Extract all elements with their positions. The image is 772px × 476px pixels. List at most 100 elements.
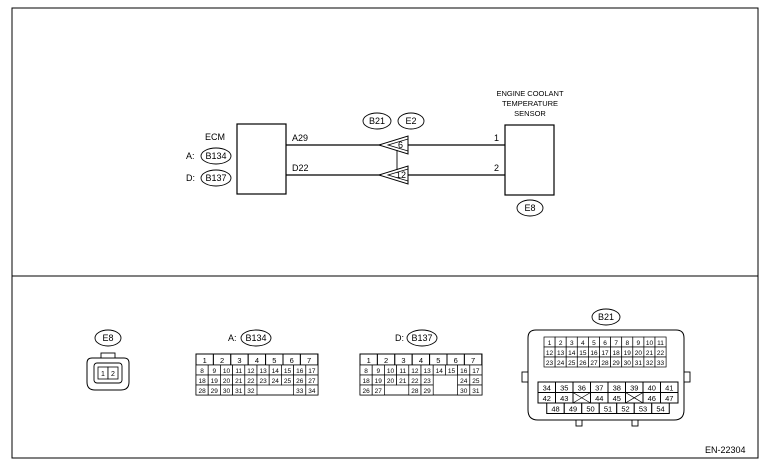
face-b21-blocked-1-2-blocked-b bbox=[572, 392, 591, 404]
face-b21-pin-30: 30 bbox=[624, 360, 632, 367]
face-e8-id: E8 bbox=[102, 333, 113, 343]
face-b21-pin-49: 49 bbox=[569, 404, 577, 413]
face-b21-id: B21 bbox=[598, 312, 614, 322]
face-e8-pin-2: 2 bbox=[111, 371, 115, 378]
face-b137-id-oval bbox=[406, 329, 438, 347]
face-b21-pin-12: 12 bbox=[546, 350, 554, 357]
face-b134-pin-1: 1 bbox=[203, 356, 207, 365]
face-b134-id: B134 bbox=[245, 333, 266, 343]
sensor-label-line-3: SENSOR bbox=[514, 109, 546, 118]
face-b21-pin-27: 27 bbox=[590, 360, 598, 367]
face-b21-pin-25: 25 bbox=[568, 360, 576, 367]
face-b137-prefix: D: bbox=[395, 333, 404, 343]
face-b134-id-oval bbox=[240, 329, 272, 347]
face-b21-pin-51: 51 bbox=[604, 404, 612, 413]
face-b134-pin-16: 16 bbox=[296, 368, 304, 375]
face-b134-pin-32-cell bbox=[244, 384, 258, 396]
face-b134-pin-19: 19 bbox=[211, 378, 219, 385]
face-b21-pin-41: 41 bbox=[665, 383, 673, 392]
face-b134-pin-20: 20 bbox=[223, 378, 231, 385]
face-b21-pin-21: 21 bbox=[646, 350, 654, 357]
face-b137-pin-19: 19 bbox=[375, 378, 383, 385]
face-b137-pin-12: 12 bbox=[411, 368, 419, 375]
face-b137-pin-26: 26 bbox=[362, 388, 370, 395]
face-b134-pin-11: 11 bbox=[235, 368, 242, 375]
inline-pin-6: 6 bbox=[398, 140, 403, 150]
face-b137-pin-5: 5 bbox=[436, 356, 440, 365]
face-b21-pin-40: 40 bbox=[648, 383, 656, 392]
face-b21-tab-right bbox=[683, 371, 691, 383]
face-b134-pin-10: 10 bbox=[223, 368, 231, 375]
face-b134-pin-8: 8 bbox=[200, 368, 204, 375]
inline-arrow-inner-2 bbox=[386, 168, 409, 182]
face-e8-pin-1: 1 bbox=[101, 371, 105, 378]
face-b137-pin-30: 30 bbox=[460, 388, 468, 395]
face-b21-tab-left bbox=[521, 371, 529, 383]
face-b21-pin-14: 14 bbox=[568, 350, 576, 357]
face-b137-pin-17: 17 bbox=[472, 368, 480, 375]
face-b134-pin-15: 15 bbox=[284, 368, 292, 375]
face-b137-pin-2: 2 bbox=[384, 356, 388, 365]
face-b134-pin-7: 7 bbox=[307, 356, 311, 365]
face-b137-pin-28: 28 bbox=[411, 388, 419, 395]
face-b137-pin-3: 3 bbox=[401, 356, 405, 365]
face-b21-pin-35: 35 bbox=[560, 383, 568, 392]
face-b21-pin-52: 52 bbox=[621, 404, 629, 413]
face-b21-pin-4: 4 bbox=[581, 340, 585, 347]
ecm-conn-d-id: B137 bbox=[205, 173, 226, 183]
face-b21-pin-53: 53 bbox=[639, 404, 647, 413]
face-b21-pin-8: 8 bbox=[625, 340, 629, 347]
ecm-pin-a29: A29 bbox=[292, 133, 308, 143]
sensor-pin-1: 1 bbox=[494, 133, 499, 143]
face-b21-foot-left bbox=[575, 419, 583, 427]
face-b21-pin-9: 9 bbox=[637, 340, 641, 347]
face-b137-pin-24: 24 bbox=[460, 378, 468, 385]
face-b134-pin-29: 29 bbox=[211, 388, 219, 395]
face-e8-id-oval bbox=[94, 329, 122, 347]
face-b21-pin-45: 45 bbox=[613, 394, 621, 403]
face-b137-pin-16: 16 bbox=[460, 368, 468, 375]
ecm-pin-d22: D22 bbox=[292, 163, 309, 173]
face-b21-pin-36: 36 bbox=[578, 383, 586, 392]
face-b134-pin-9: 9 bbox=[212, 368, 216, 375]
sensor-conn-label: E8 bbox=[524, 203, 535, 213]
face-b21-pin-34: 34 bbox=[543, 383, 551, 392]
sensor-box bbox=[504, 124, 555, 196]
face-b137-pin-1: 1 bbox=[367, 356, 371, 365]
face-b134-pin-5: 5 bbox=[272, 356, 276, 365]
face-b134-pin-34-cell bbox=[305, 384, 319, 396]
face-b134-pin-25: 25 bbox=[284, 378, 292, 385]
sensor-label-line-1: ENGINE COOLANT bbox=[496, 89, 564, 98]
face-b21-id-oval bbox=[591, 308, 621, 326]
face-b21-pin-31: 31 bbox=[635, 360, 643, 367]
face-b134-pin-6: 6 bbox=[290, 356, 294, 365]
face-b137-pin-9: 9 bbox=[376, 368, 380, 375]
ecm-conn-a-id: B134 bbox=[205, 151, 226, 161]
ecm-label: ECM bbox=[205, 132, 225, 142]
face-b137-pin-20: 20 bbox=[387, 378, 395, 385]
face-b21-pin-1: 1 bbox=[548, 340, 552, 347]
face-b21-pin-28: 28 bbox=[601, 360, 609, 367]
ecm-conn-a-prefix: A: bbox=[186, 151, 195, 161]
face-b137-pin-4: 4 bbox=[419, 356, 423, 365]
face-b21-pin-54-cell bbox=[651, 402, 670, 414]
face-b134-pin-32: 32 bbox=[247, 388, 255, 395]
face-b137-pin-13: 13 bbox=[423, 368, 431, 375]
face-b21-pin-44: 44 bbox=[595, 394, 603, 403]
face-b134-pin-34: 34 bbox=[308, 388, 316, 395]
ecm-conn-d-prefix: D: bbox=[186, 173, 195, 183]
face-b137-pin-31: 31 bbox=[472, 388, 480, 395]
face-b137-pin-23: 23 bbox=[423, 378, 431, 385]
face-b134-pin-22: 22 bbox=[247, 378, 255, 385]
face-b134-pin-13: 13 bbox=[259, 368, 267, 375]
inline-arrow-inner-1 bbox=[386, 138, 409, 152]
face-b134-pin-12: 12 bbox=[247, 368, 255, 375]
inline-arrow-outer-1 bbox=[377, 135, 409, 155]
face-b134-pin-31: 31 bbox=[235, 388, 243, 395]
face-b137-pin-27-cell bbox=[371, 384, 385, 396]
face-b21-pin-26: 26 bbox=[579, 360, 587, 367]
face-b137-pin-8: 8 bbox=[364, 368, 368, 375]
face-b21-pin-3: 3 bbox=[570, 340, 574, 347]
